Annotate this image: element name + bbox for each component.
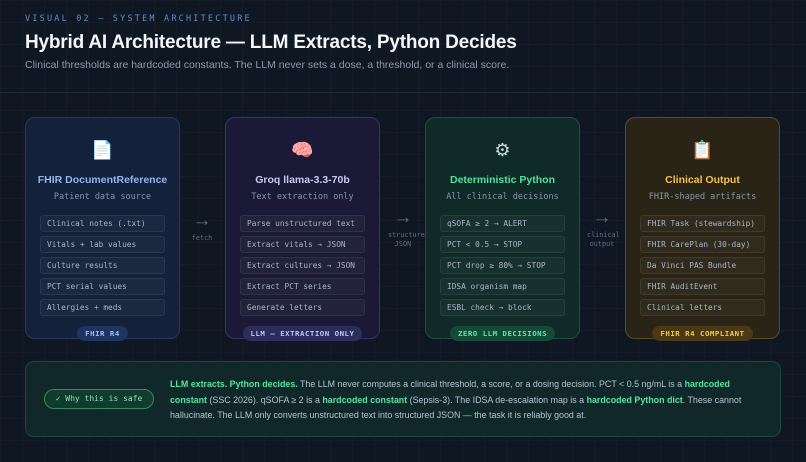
card-badge: FHIR R4 COMPLIANT xyxy=(652,326,753,341)
card-item: PCT drop ≥ 80% → STOP xyxy=(440,257,565,274)
card-fhir-source: 📄 FHIR DocumentReference Patient data so… xyxy=(25,117,180,341)
card-item: PCT serial values xyxy=(40,278,165,295)
arrow-clinical-output: → clinical output xyxy=(580,208,624,249)
card-item: Generate letters xyxy=(240,299,365,316)
card-title: Groq llama-3.3-70b xyxy=(255,174,350,186)
safety-note-panel: ✓ Why this is safe LLM extracts. Python … xyxy=(25,361,781,437)
note-text-segment: (SSC 2026). qSOFA ≥ 2 is a xyxy=(206,394,323,405)
card-item: FHIR AuditEvent xyxy=(640,278,765,295)
note-highlight: LLM extracts. Python decides. xyxy=(170,379,298,389)
arrow-label: clinical output xyxy=(587,231,620,248)
arrow-fetch: → fetch xyxy=(180,211,224,243)
arrow-label: fetch xyxy=(191,234,213,242)
card-item: ESBL check → block xyxy=(440,299,565,316)
arrow-right-icon: → xyxy=(393,207,413,228)
card-item: FHIR Task (stewardship) xyxy=(640,215,765,232)
note-text-segment: (Sepsis-3). The IDSA de-escalation map i… xyxy=(407,394,587,405)
card-badge: ZERO LLM DECISIONS xyxy=(449,326,556,341)
note-highlight: hardcoded constant xyxy=(322,394,408,405)
page-title: Hybrid AI Architecture — LLM Extracts, P… xyxy=(25,32,517,53)
card-item: Da Vinci PAS Bundle xyxy=(640,257,765,274)
arrow-label: structured JSON xyxy=(388,231,429,248)
card-badge: FHIR R4 xyxy=(77,326,128,341)
card-title: Deterministic Python xyxy=(449,174,556,186)
note-text-segment: The LLM never computes a clinical thresh… xyxy=(297,379,685,389)
document-icon: 📄 xyxy=(91,140,114,160)
card-title: FHIR DocumentReference xyxy=(37,174,168,186)
card-item: Extract vitals → JSON xyxy=(240,236,365,253)
card-item-list: FHIR Task (stewardship) FHIR CarePlan (3… xyxy=(626,215,779,316)
card-subtitle: All clinical decisions xyxy=(446,192,559,202)
card-clinical-output: 📋 Clinical Output FHIR-shaped artifacts … xyxy=(625,117,780,341)
card-item-list: qSOFA ≥ 2 → ALERT PCT < 0.5 → STOP PCT d… xyxy=(426,215,579,316)
note-highlight: hardcoded Python dict xyxy=(586,394,683,405)
card-item: FHIR CarePlan (30-day) xyxy=(640,236,765,253)
page-header: VISUAL 02 — SYSTEM ARCHITECTURE Hybrid A… xyxy=(25,14,785,71)
clipboard-icon: 📋 xyxy=(691,140,714,160)
card-item-list: Parse unstructured text Extract vitals →… xyxy=(226,215,379,316)
card-subtitle: FHIR-shaped artifacts xyxy=(648,192,757,202)
arrow-right-icon: → xyxy=(192,210,212,231)
card-llm-extraction: 🧠 Groq llama-3.3-70b Text extraction onl… xyxy=(225,117,380,341)
card-item: Clinical letters xyxy=(640,299,765,316)
safety-note-text: LLM extracts. Python decides. The LLM ne… xyxy=(170,377,760,424)
arrow-structured-json: → structured JSON xyxy=(381,207,429,249)
card-item: IDSA organism map xyxy=(440,278,565,295)
header-divider xyxy=(0,92,806,93)
arrow-right-icon: → xyxy=(592,207,612,228)
page-subtitle: Clinical thresholds are hardcoded consta… xyxy=(25,59,510,71)
why-safe-pill: ✓ Why this is safe xyxy=(44,389,154,409)
gear-icon: ⚙ xyxy=(494,140,511,160)
card-item: Vitals + lab values xyxy=(40,236,165,253)
card-badge: LLM — EXTRACTION ONLY xyxy=(242,326,363,341)
card-item: Allergies + meds xyxy=(40,299,165,316)
card-item-list: Clinical notes (.txt) Vitals + lab value… xyxy=(26,215,179,316)
card-subtitle: Text extraction only xyxy=(251,192,354,202)
card-deterministic-python: ⚙ Deterministic Python All clinical deci… xyxy=(425,117,580,341)
note-highlight: hardcoded constant xyxy=(170,379,730,405)
card-item: Extract cultures → JSON xyxy=(240,257,365,274)
card-item: PCT < 0.5 → STOP xyxy=(440,236,565,253)
card-subtitle: Patient data source xyxy=(53,192,152,202)
card-item: Parse unstructured text xyxy=(240,215,365,232)
card-item: Extract PCT series xyxy=(240,278,365,295)
note-text-segment: . These cannot hallucinate. The LLM only… xyxy=(170,394,742,421)
card-item: Clinical notes (.txt) xyxy=(40,215,165,232)
card-title: Clinical Output xyxy=(665,174,740,186)
card-item: Culture results xyxy=(40,257,165,274)
card-item: qSOFA ≥ 2 → ALERT xyxy=(440,215,565,232)
section-kicker: VISUAL 02 — SYSTEM ARCHITECTURE xyxy=(25,14,252,24)
brain-icon: 🧠 xyxy=(291,140,314,160)
